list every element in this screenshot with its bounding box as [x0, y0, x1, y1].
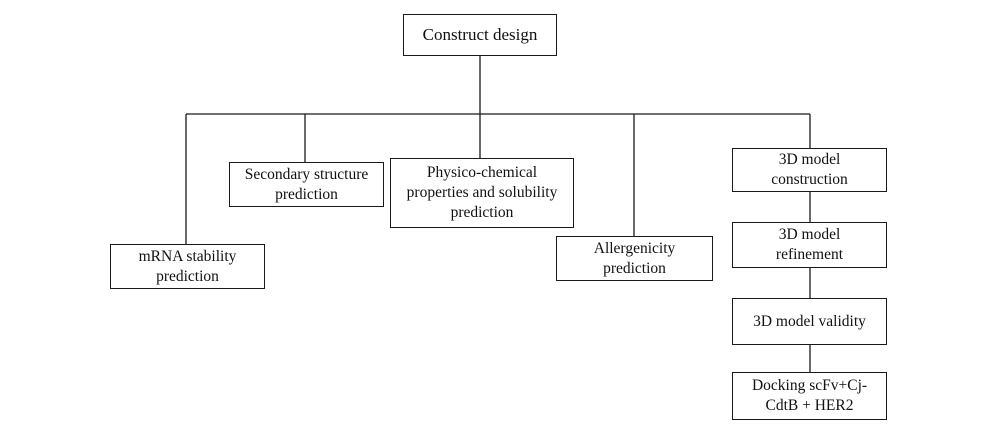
physico-chemical-box: Physico-chemical properties and solubili…	[390, 158, 574, 228]
3d-model-refinement-box: 3D model refinement	[732, 222, 887, 268]
secondary-structure-box: Secondary structure prediction	[229, 162, 384, 207]
docking-box: Docking scFv+Cj- CdtB + HER2	[732, 372, 887, 420]
allergenicity-box: Allergenicity prediction	[556, 236, 713, 281]
3d-model-construction-box: 3D model construction	[732, 148, 887, 192]
construct-design-box: Construct design	[403, 14, 557, 56]
3d-model-validity-box: 3D model validity	[732, 298, 887, 345]
mrna-stability-box: mRNA stability prediction	[110, 244, 265, 289]
